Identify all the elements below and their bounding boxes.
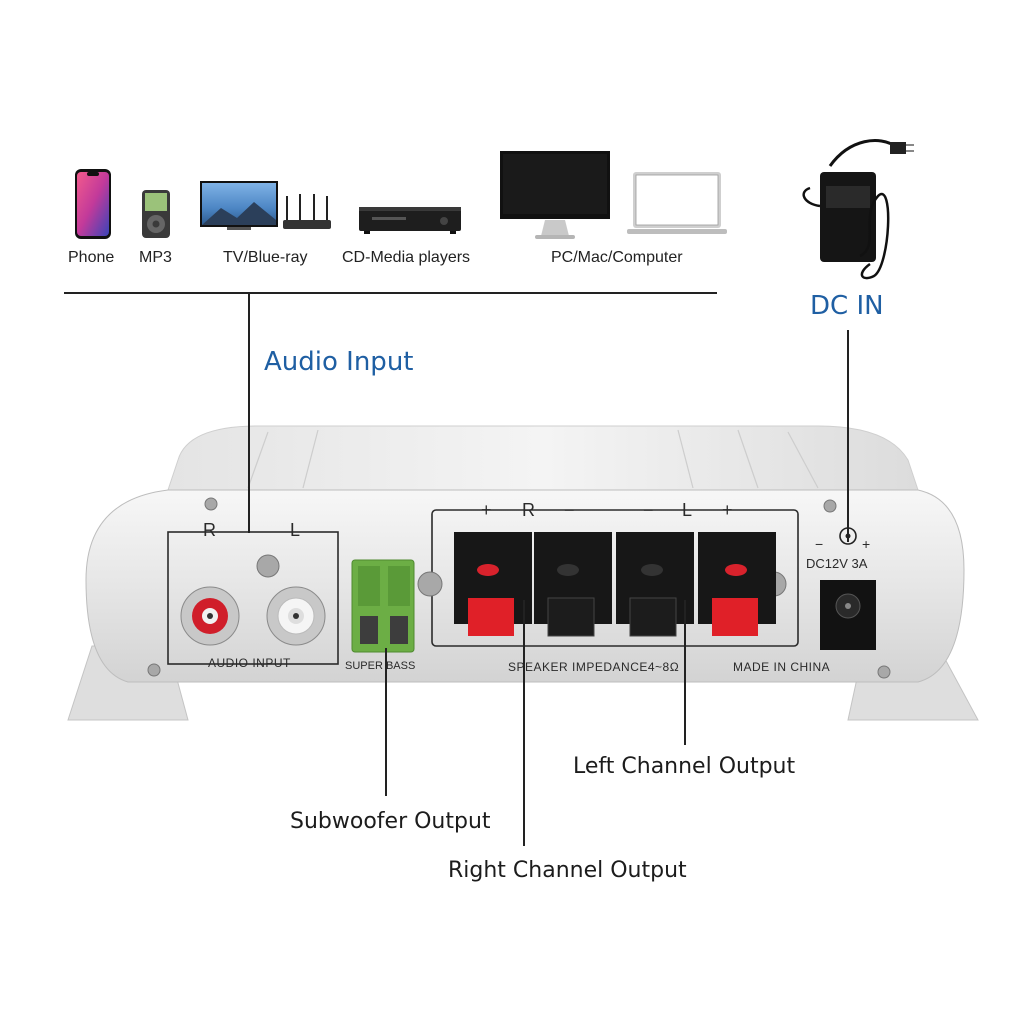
dc-in-connector — [847, 330, 849, 542]
rca-r-label: R — [203, 520, 216, 540]
polarity-plus-label: + — [862, 536, 871, 552]
tv-icon — [200, 181, 278, 230]
dc-rating-label: DC12V 3A — [806, 556, 868, 571]
speaker-right-minus: − — [564, 500, 575, 520]
router-icon — [283, 194, 331, 229]
amplifier-body — [67, 425, 979, 721]
speaker-left-plus: + — [722, 500, 733, 520]
audio-input-connector — [248, 293, 250, 533]
polarity-minus-label: − — [815, 536, 824, 552]
right-output-connector — [523, 600, 525, 846]
speaker-right-plus: + — [481, 500, 492, 520]
mp3-player-icon — [142, 190, 170, 238]
source-bracket-line — [64, 292, 717, 294]
phone-icon — [75, 169, 111, 239]
cd-player-icon — [359, 207, 461, 234]
device-label-cd: CD-Media players — [342, 249, 471, 266]
rca-l-label: L — [290, 520, 301, 540]
right-output-callout: Right Channel Output — [448, 858, 687, 883]
speaker-impedance-label: SPEAKER IMPEDANCE4~8Ω — [508, 660, 680, 674]
subwoofer-connector — [385, 648, 387, 796]
speaker-right-label: R — [522, 500, 535, 520]
speaker-left-minus: − — [643, 500, 654, 520]
subwoofer-output-callout: Subwoofer Output — [290, 809, 491, 834]
power-adapter-icon — [802, 139, 914, 280]
left-output-connector — [684, 600, 686, 745]
laptop-icon — [627, 172, 727, 234]
left-output-callout: Left Channel Output — [573, 754, 796, 779]
device-label-tv: TV/Blue-ray — [223, 249, 308, 266]
audio-input-panel-label: AUDIO INPUT — [208, 656, 291, 670]
device-label-computer: PC/Mac/Computer — [551, 249, 683, 266]
audio-input-callout: Audio Input — [264, 347, 414, 377]
speaker-left-label: L — [682, 500, 693, 520]
super-bass-label: SUPER BASS — [345, 660, 416, 672]
made-in-label: MADE IN CHINA — [733, 660, 831, 674]
dc-in-callout: DC IN — [810, 291, 884, 321]
computer-icon — [500, 151, 610, 239]
device-label-phone: Phone — [68, 249, 115, 266]
device-label-mp3: MP3 — [139, 249, 172, 266]
